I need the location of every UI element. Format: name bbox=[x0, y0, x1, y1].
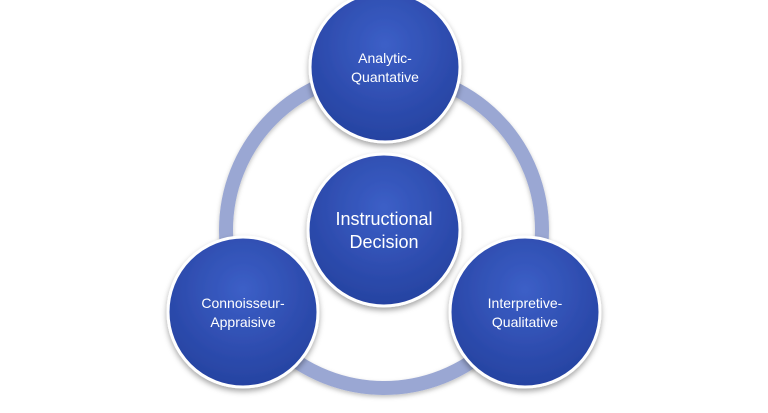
node-left-label-line1: Connoisseur- bbox=[201, 295, 285, 311]
node-top-circle bbox=[308, 0, 462, 144]
node-center-circle bbox=[306, 152, 462, 308]
node-connoisseur-appraisive: Connoisseur- Appraisive bbox=[166, 235, 320, 389]
node-left-circle bbox=[166, 235, 320, 389]
node-left-label-line2: Appraisive bbox=[210, 314, 276, 330]
node-right-circle bbox=[448, 235, 602, 389]
node-right-label-line2: Qualitative bbox=[492, 314, 558, 330]
node-center-label-line2: Decision bbox=[349, 232, 418, 252]
node-right-label-line1: Interpretive- bbox=[488, 295, 563, 311]
node-instructional-decision: Instructional Decision bbox=[306, 152, 462, 308]
node-center-label-line1: Instructional bbox=[335, 209, 432, 229]
node-analytic-quantative: Analytic- Quantative bbox=[308, 0, 462, 144]
node-top-label-line2: Quantative bbox=[351, 69, 419, 85]
node-top-label-line1: Analytic- bbox=[358, 50, 412, 66]
node-interpretive-qualitative: Interpretive- Qualitative bbox=[448, 235, 602, 389]
